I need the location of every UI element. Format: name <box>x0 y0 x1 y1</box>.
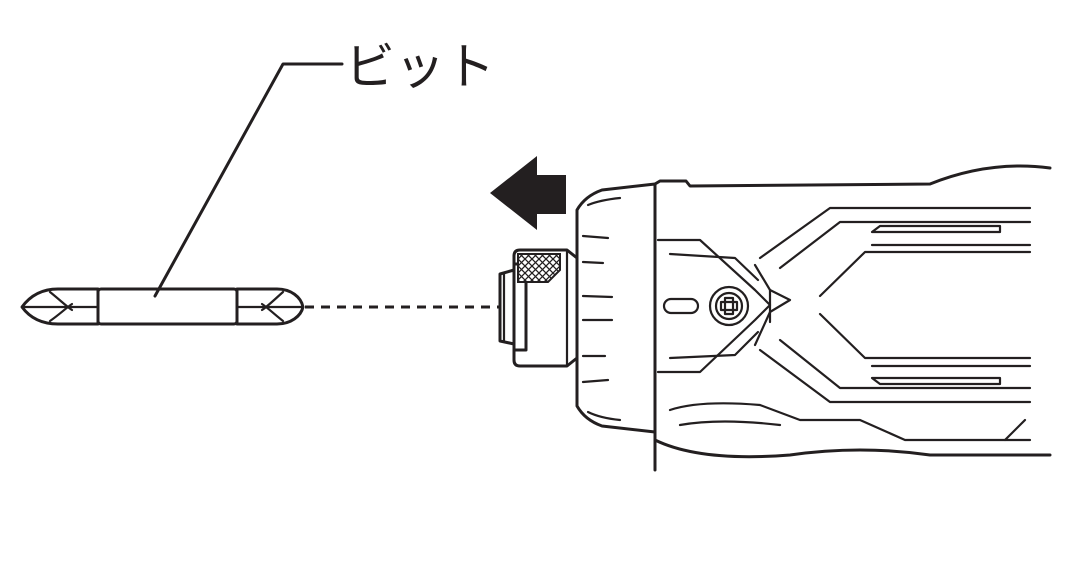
bit-label: ビット <box>345 38 495 96</box>
housing-screw-icon <box>708 285 750 327</box>
arrow-left-icon <box>490 156 566 230</box>
bit-left-tip <box>20 287 100 326</box>
bit-callout: ビット <box>153 38 495 298</box>
chuck-sleeve <box>498 248 579 368</box>
bit-right-tip <box>235 287 305 326</box>
driver-bit <box>20 287 305 326</box>
driver-nose <box>575 182 657 434</box>
bit-shank <box>96 287 239 326</box>
callout-leader-line <box>153 62 344 298</box>
driver-body <box>653 164 1052 472</box>
